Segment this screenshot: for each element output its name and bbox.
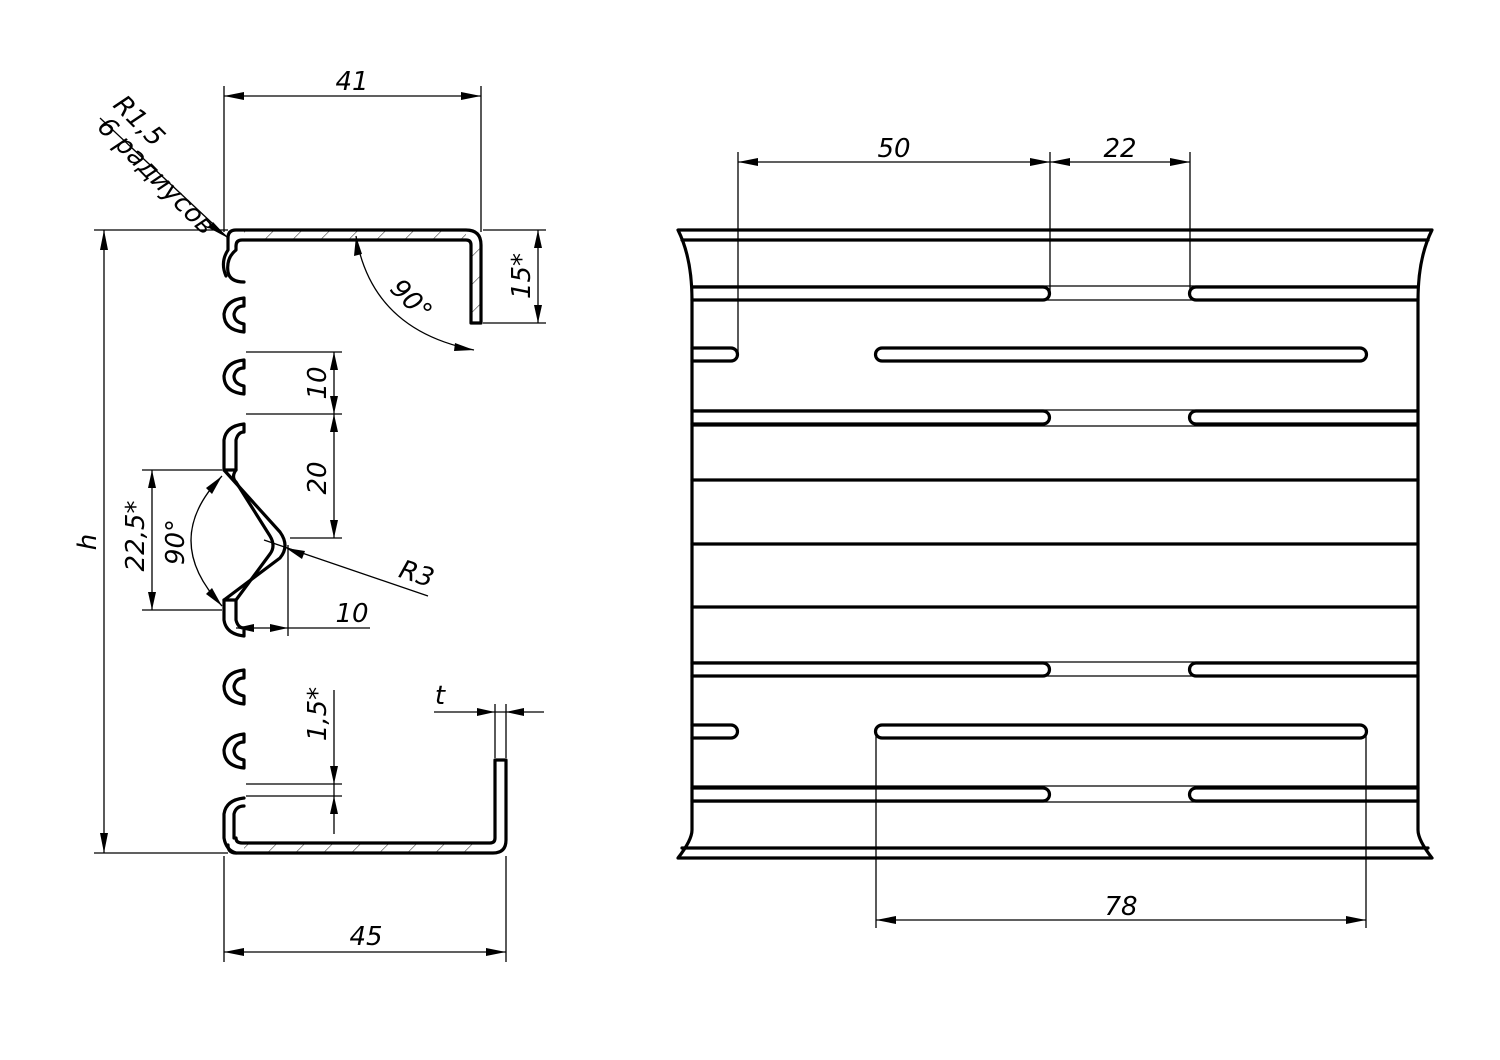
dim-bottom-width: 45 (223, 856, 507, 962)
dim-long-slot-label: 78 (1104, 892, 1137, 922)
top-flange (226, 228, 483, 325)
dim-angle-top-label: 90° (384, 273, 438, 327)
dim-slot-pitch-label: 20 (303, 461, 333, 494)
dim-v-radius-label: R3 (395, 555, 437, 594)
side-view-outline (676, 228, 1434, 860)
side-view: 50 22 78 (676, 134, 1434, 928)
dim-slot-length: 50 (737, 134, 1051, 354)
dim-slot-gap-label: 10 (303, 366, 333, 399)
dim-lip-label: 15* (507, 253, 537, 299)
dim-bead-label: 1,5* (303, 687, 333, 741)
v-groove (222, 468, 287, 602)
dim-slot-spacing: 22 (1050, 134, 1191, 292)
dim-v-radius: R3 (263, 539, 438, 597)
dim-slot-pitch: 20 (290, 414, 342, 539)
dim-thickness-label: t (435, 681, 446, 711)
dim-angle-top: 90° (354, 235, 475, 351)
dim-height-label: h (73, 534, 103, 550)
dim-slot-gap: 10 (246, 351, 342, 415)
dim-slot-length-label: 50 (877, 134, 910, 164)
dim-v-depth-label: 10 (335, 599, 368, 629)
dim-lip: 15* (483, 229, 546, 324)
dim-top-width: 41 (223, 67, 482, 232)
dim-bead: 1,5* (246, 687, 342, 834)
dim-bottom-width-label: 45 (349, 922, 382, 952)
dim-v-angle: 90° (161, 475, 223, 607)
cross-section-view: 41 45 h 15* (73, 67, 546, 962)
dim-long-slot: 78 (875, 732, 1367, 928)
dim-height: h (73, 229, 228, 854)
dim-v-angle-label: 90° (161, 519, 191, 565)
bottom-flange (226, 758, 508, 855)
radius-note: R1,5 6 радиусов (91, 90, 229, 241)
web-beads (221, 236, 246, 855)
dim-v-height-label: 22,5* (121, 501, 151, 572)
dim-v-height: 22,5* (121, 469, 222, 611)
dim-slot-spacing-label: 22 (1103, 134, 1136, 164)
dim-top-width-label: 41 (335, 67, 368, 97)
dim-thickness: t (434, 681, 544, 758)
slots (690, 285, 1420, 803)
dim-v-depth: 10 (236, 545, 370, 636)
